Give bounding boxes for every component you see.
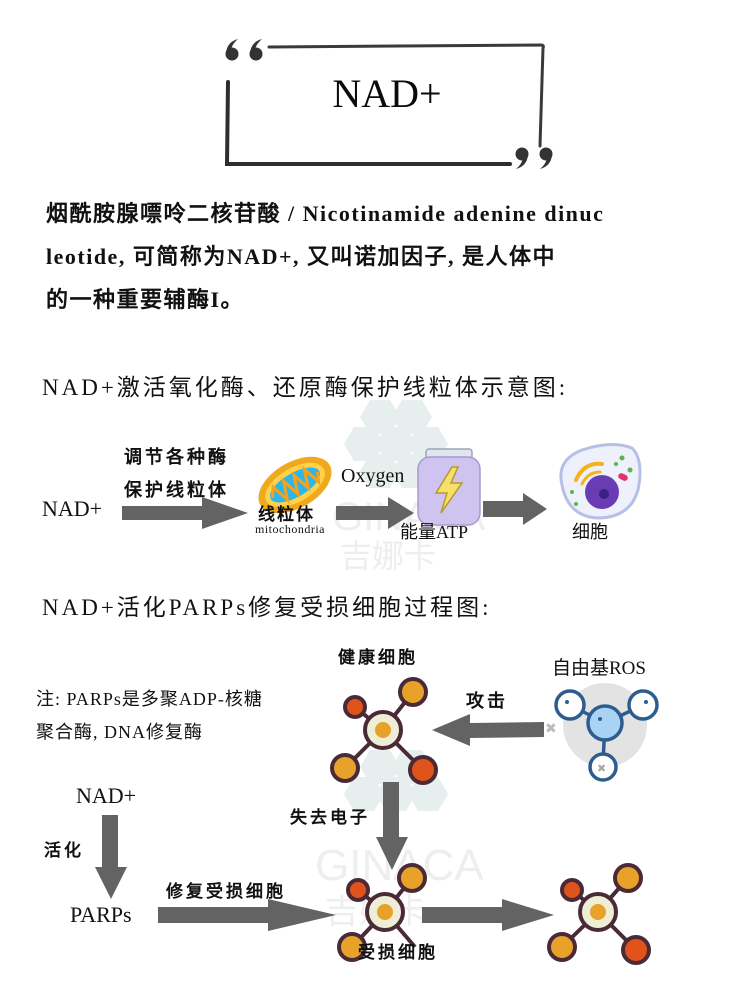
atp-label: 能量ATP xyxy=(400,522,469,542)
oxygen-label: Oxygen xyxy=(341,465,405,487)
cell-icon xyxy=(559,443,642,520)
arrow-right-icon xyxy=(336,497,414,529)
intro-paragraph: 烟酰胺腺嘌呤二核苷酸 / Nicotinamide adenine dinuc … xyxy=(46,192,716,321)
lose-electron-label: 失去电子 xyxy=(290,808,370,827)
energy-jar-icon xyxy=(417,448,481,526)
title-frame xyxy=(224,39,553,169)
nad-source-label: NAD+ xyxy=(42,496,103,521)
attack-label: 攻击 xyxy=(466,691,508,711)
mitochondria-icon xyxy=(258,456,332,514)
healthy-molecule-icon xyxy=(330,677,438,785)
note-line-2: 聚合酶, DNA修复酶 xyxy=(36,722,203,742)
damaged-molecule-icon xyxy=(337,863,427,962)
intro-line-2: leotide, 可简称为NAD+, 又叫诺加因子, 是人体中 xyxy=(46,244,557,269)
svg-text:✖: ✖ xyxy=(597,762,606,775)
mitochondria-label: 线粒体 xyxy=(258,505,315,524)
open-quote-icon xyxy=(225,39,263,61)
arrow1-label-line1: 调节各种酶 xyxy=(124,447,229,467)
note-text: 注: PARPs是多聚ADP-核糖 聚合酶, DNA修复酶 xyxy=(36,683,263,749)
section1-heading: NAD+激活氧化酶、还原酶保护线粒体示意图: xyxy=(42,375,569,400)
free-radical-ros-icon: ✖ ✖ xyxy=(545,683,659,782)
section2-heading: NAD+活化PARPs修复受损细胞过程图: xyxy=(42,595,492,620)
note-line-1: 注: PARPs是多聚ADP-核糖 xyxy=(36,689,263,709)
arrow-left-icon xyxy=(432,714,544,746)
cell-label: 细胞 xyxy=(572,522,608,542)
parps-label: PARPs xyxy=(70,902,132,927)
activate-label: 活化 xyxy=(44,841,84,860)
damaged-cell-label: 受损细胞 xyxy=(358,943,438,962)
svg-text:吉娜卡: 吉娜卡 xyxy=(340,538,436,574)
close-quote-icon xyxy=(515,147,553,169)
healthy-cell-label: 健康细胞 xyxy=(338,648,418,667)
arrow-right-icon xyxy=(158,899,336,931)
intro-line-1: 烟酰胺腺嘌呤二核苷酸 / Nicotinamide adenine dinuc xyxy=(46,201,605,226)
arrow-right-icon xyxy=(122,497,248,529)
nad-label: NAD+ xyxy=(76,783,137,808)
repaired-molecule-icon xyxy=(547,863,651,965)
arrow-right-icon xyxy=(422,899,554,931)
arrow-right-icon xyxy=(483,493,547,525)
ros-label: 自由基ROS xyxy=(552,658,646,679)
svg-text:✖: ✖ xyxy=(545,721,557,737)
repair-label: 修复受损细胞 xyxy=(166,882,286,901)
page-title: NAD+ xyxy=(332,71,442,116)
mitochondria-label-en: mitochondria xyxy=(255,522,325,536)
intro-line-3: 的一种重要辅酶I。 xyxy=(46,287,245,312)
arrow-down-icon xyxy=(95,815,127,899)
arrow-down-icon xyxy=(376,782,408,870)
arrow1-label-line2: 保护线粒体 xyxy=(124,480,229,500)
